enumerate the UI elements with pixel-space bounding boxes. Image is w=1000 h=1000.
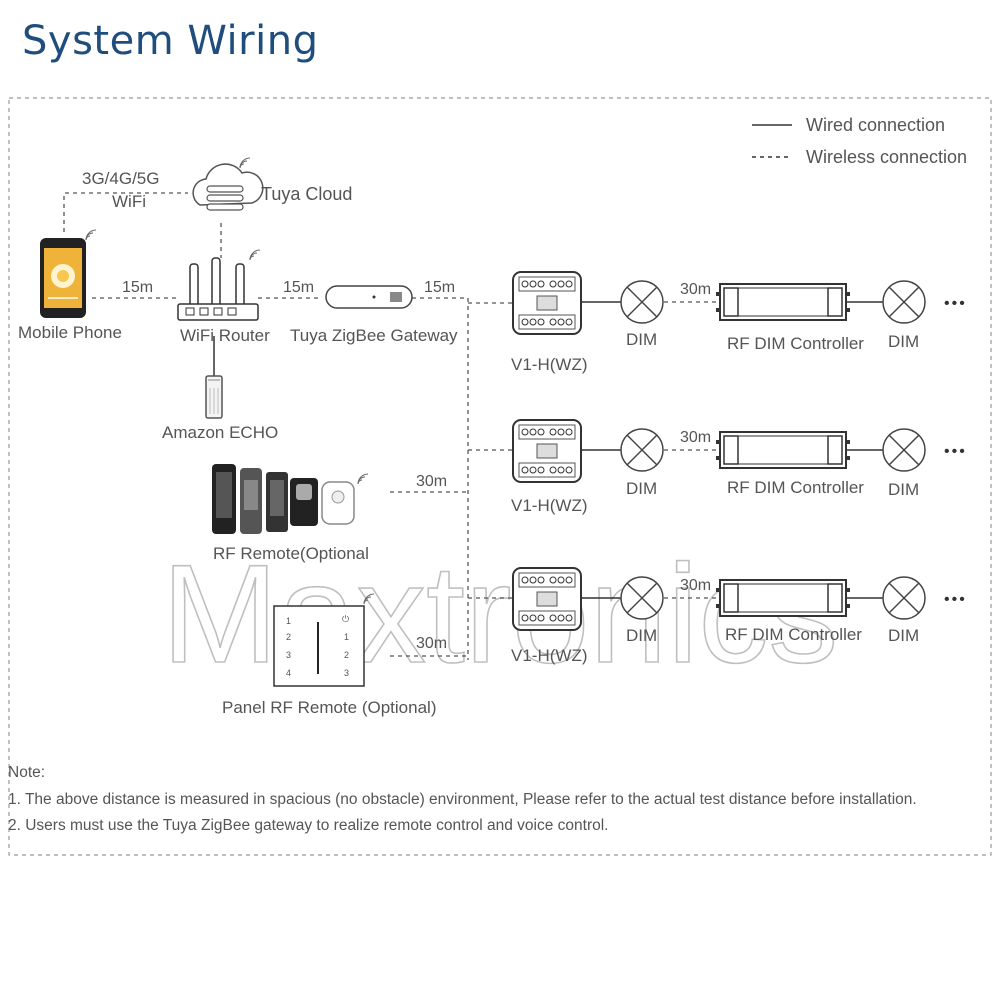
- dist-phone-router: 15m: [122, 279, 153, 296]
- cloud-label: Tuya Cloud: [261, 184, 352, 204]
- panel-remote-icon: ⏻: [273, 593, 375, 687]
- controller-icon: [715, 579, 851, 617]
- lamp-icon: [882, 428, 926, 472]
- more-indicator: •••: [944, 591, 967, 608]
- notes-heading: Note:: [8, 764, 46, 781]
- device-row: V1-H(WZ) DIM 30m RF DIM Controller DIM •…: [511, 419, 967, 515]
- cloud-icon: [192, 157, 264, 211]
- receiver-icon: [512, 567, 582, 631]
- page-title: System Wiring: [22, 18, 319, 64]
- dim-right-label: DIM: [888, 332, 919, 351]
- panel-key-left: 1: [286, 616, 291, 626]
- amazon-echo-icon: [205, 375, 223, 419]
- dim-left-label: DIM: [626, 626, 657, 645]
- echo-label: Amazon ECHO: [162, 423, 278, 442]
- panel-remote-label: Panel RF Remote (Optional): [222, 698, 436, 717]
- device-row: V1-H(WZ) DIM 30m RF DIM Controller DIM •…: [511, 567, 967, 665]
- cellular-label: 3G/4G/5G: [82, 169, 159, 188]
- receiver-label: V1-H(WZ): [511, 496, 587, 515]
- row-distance: 30m: [680, 429, 711, 446]
- panel-key-left: 3: [286, 650, 291, 660]
- receiver-icon: [512, 419, 582, 483]
- dist-gateway-out: 15m: [424, 279, 455, 296]
- panel-key-right: 3: [344, 668, 349, 678]
- rf-remote-label: RF Remote(Optional: [213, 544, 369, 563]
- wireless-links: [63, 192, 716, 660]
- dim-left-label: DIM: [626, 479, 657, 498]
- lamp-icon: [882, 576, 926, 620]
- panel-key-right: 1: [344, 632, 349, 642]
- lamp-icon: [620, 280, 664, 324]
- controller-icon: [715, 283, 851, 321]
- lamp-icon: [620, 576, 664, 620]
- note-item: 2. Users must use the Tuya ZigBee gatewa…: [8, 817, 609, 834]
- phone-label: Mobile Phone: [18, 323, 122, 342]
- panel-key-left: 2: [286, 632, 291, 642]
- legend: Wired connection Wireless connection: [752, 115, 967, 167]
- legend-wired-label: Wired connection: [806, 115, 945, 135]
- receiver-icon: [512, 271, 582, 335]
- lamp-icon: [882, 280, 926, 324]
- dim-right-label: DIM: [888, 626, 919, 645]
- lamp-icon: [620, 428, 664, 472]
- panel-key-right: 2: [344, 650, 349, 660]
- legend-wireless-label: Wireless connection: [806, 147, 967, 167]
- dim-right-label: DIM: [888, 480, 919, 499]
- panel-keys-right: 1 2 3: [344, 632, 349, 678]
- controller-label: RF DIM Controller: [727, 478, 864, 497]
- router-icon: [177, 249, 261, 321]
- wifi-label: WiFi: [112, 192, 146, 211]
- mobile-phone-icon: [40, 229, 97, 318]
- row-distance: 30m: [680, 281, 711, 298]
- panel-key-left: 4: [286, 668, 291, 678]
- note-item: 1. The above distance is measured in spa…: [8, 791, 917, 808]
- wired-links: [213, 301, 884, 599]
- controller-label: RF DIM Controller: [725, 625, 862, 644]
- gateway-icon: [325, 285, 413, 309]
- panel-keys-left: 1 2 3 4: [286, 616, 291, 678]
- more-indicator: •••: [944, 295, 967, 312]
- svg-text:⏻: ⏻: [342, 614, 349, 624]
- dist-router-gateway: 15m: [283, 279, 314, 296]
- device-row: V1-H(WZ) DIM 30m RF DIM Controller DIM •…: [511, 271, 967, 374]
- dist-panel: 30m: [416, 635, 447, 652]
- dist-remote: 30m: [416, 473, 447, 490]
- router-label: WiFi Router: [180, 326, 270, 345]
- controller-icon: [715, 431, 851, 469]
- row-distance: 30m: [680, 577, 711, 594]
- more-indicator: •••: [944, 443, 967, 460]
- receiver-label: V1-H(WZ): [511, 646, 587, 665]
- gateway-label: Tuya ZigBee Gateway: [290, 326, 458, 345]
- receiver-label: V1-H(WZ): [511, 355, 587, 374]
- rf-remotes-icon: [212, 464, 369, 534]
- controller-label: RF DIM Controller: [727, 334, 864, 353]
- diagram-border: [8, 97, 992, 856]
- dim-left-label: DIM: [626, 330, 657, 349]
